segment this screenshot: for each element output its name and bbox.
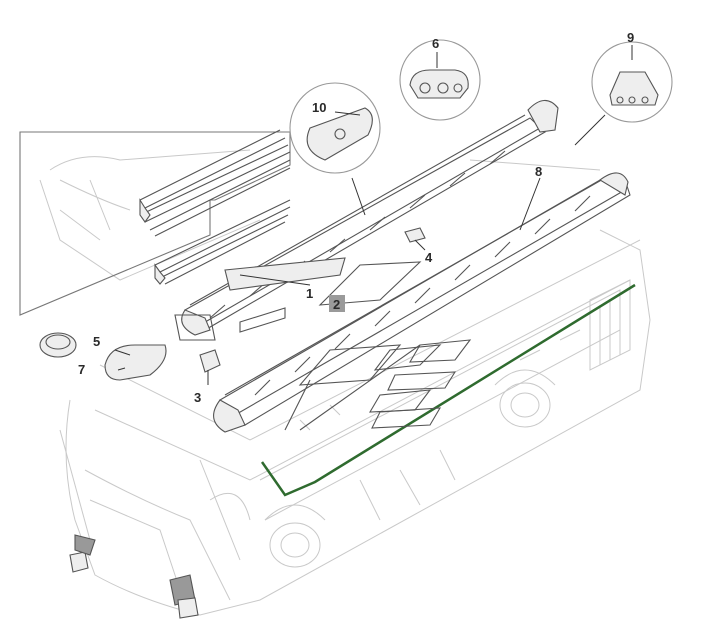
- inset-detail-rail: [19, 129, 291, 316]
- part-9-lamp-detail: [591, 41, 673, 123]
- callout-1: 1: [306, 286, 313, 301]
- exploded-panels: [174, 261, 472, 431]
- callout-labels: 1 2 3 4 5 6 7 8 9 10: [78, 30, 634, 405]
- callout-2: 2: [333, 297, 340, 312]
- callout-6: 6: [432, 36, 439, 51]
- upper-roof-rail: [181, 114, 546, 336]
- bus-body-outline: [39, 149, 651, 616]
- part-7-end-cap: [104, 344, 167, 381]
- callout-9: 9: [627, 30, 634, 45]
- callout-3: 3: [194, 390, 201, 405]
- leader-lines: [114, 45, 633, 385]
- lower-roof-rail: [213, 172, 631, 433]
- callout-2-highlight: [329, 295, 345, 312]
- side-stripe: [260, 283, 636, 497]
- part-3-bracket: [199, 349, 221, 373]
- callout-8: 8: [535, 164, 542, 179]
- part-5-round-lamp: [39, 332, 77, 358]
- front-light-assemblies: [69, 534, 199, 619]
- part-6-lamp-detail: [399, 39, 481, 121]
- part-10-cap-detail: [289, 82, 381, 174]
- callout-4: 4: [425, 250, 433, 265]
- callout-10: 10: [312, 100, 326, 115]
- callout-5: 5: [93, 334, 100, 349]
- callout-7: 7: [78, 362, 85, 377]
- part-4-clip: [404, 227, 426, 243]
- upper-rail-end-cap: [527, 99, 559, 133]
